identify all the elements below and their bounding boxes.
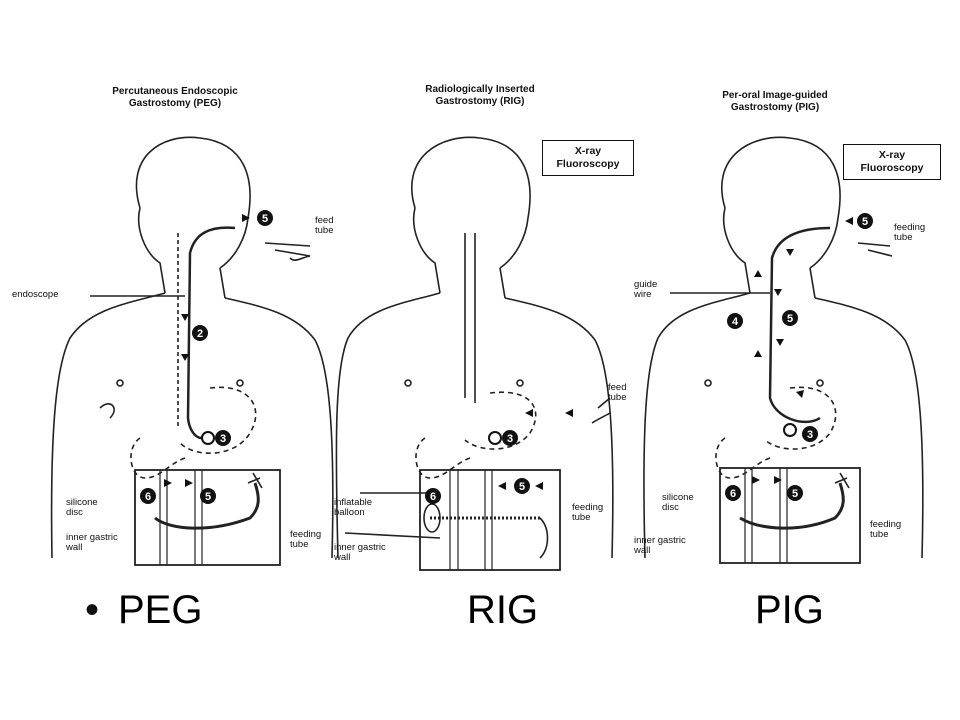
pig-step-6: 6 <box>730 488 736 500</box>
rig-panel: Radiologically Inserted Gastrostomy (RIG… <box>330 78 634 578</box>
peg-illustration: 5 2 3 6 5 <box>50 136 334 566</box>
rig-inner-wall-label: inner gastric wall <box>334 542 386 563</box>
peg-silicone-disc-label: silicone disc <box>66 497 98 518</box>
pig-feeding-tube-label: feeding tube <box>870 519 902 540</box>
rig-title: Radiologically Inserted Gastrostomy (RIG… <box>425 84 535 107</box>
peg-step-6: 6 <box>145 491 151 503</box>
rig-feeding-tube-label: feeding tube <box>572 502 604 523</box>
caption-pig: PIG <box>755 588 824 632</box>
caption-bullet: • <box>85 588 100 632</box>
pig-step-5-inset: 5 <box>792 488 798 500</box>
peg-step-2: 2 <box>197 328 203 340</box>
peg-step-5-inset: 5 <box>205 491 211 503</box>
peg-feed-tube-label: feed tube <box>315 215 334 236</box>
rig-feed-tube-label: feed tube <box>608 382 627 403</box>
peg-step-3: 3 <box>220 433 226 445</box>
rig-step-5: 5 <box>519 481 525 493</box>
pig-step-4: 4 <box>732 316 739 328</box>
pig-silicone-disc-label: silicone disc <box>662 492 694 513</box>
pig-title: Per-oral Image-guided Gastrostomy (PIG) <box>722 90 828 113</box>
pig-inner-wall-label: inner gastric wall <box>634 535 686 556</box>
pig-xray-box: X-ray Fluoroscopy <box>843 144 941 180</box>
pig-illustration: 5 4 5 3 6 5 <box>643 136 924 564</box>
pig-step-5-mid: 5 <box>787 313 793 325</box>
caption-peg: PEG <box>118 588 203 632</box>
rig-step-6: 6 <box>430 491 436 503</box>
rig-illustration: 3 6 5 <box>335 136 614 571</box>
pig-feeding-tube-top-label: feeding tube <box>894 222 926 243</box>
peg-step-5-top: 5 <box>262 213 268 225</box>
peg-inner-wall-label: inner gastric wall <box>66 532 118 553</box>
pig-panel: Per-oral Image-guided Gastrostomy (PIG) … <box>630 78 960 578</box>
rig-balloon-label: inflatable balloon <box>334 497 373 518</box>
peg-endoscope-label: endoscope <box>12 289 59 300</box>
peg-panel: Percutaneous Endoscopic Gastrostomy (PEG… <box>10 78 340 578</box>
rig-xray-box: X-ray Fluoroscopy <box>542 140 634 176</box>
caption-rig: RIG <box>467 588 539 632</box>
rig-step-3: 3 <box>507 433 513 445</box>
pig-step-5-top: 5 <box>862 216 868 228</box>
pig-guide-wire-label: guide wire <box>634 279 658 300</box>
peg-title: Percutaneous Endoscopic Gastrostomy (PEG… <box>112 86 238 109</box>
pig-step-3: 3 <box>807 429 813 441</box>
peg-feeding-tube-label: feeding tube <box>290 529 322 550</box>
